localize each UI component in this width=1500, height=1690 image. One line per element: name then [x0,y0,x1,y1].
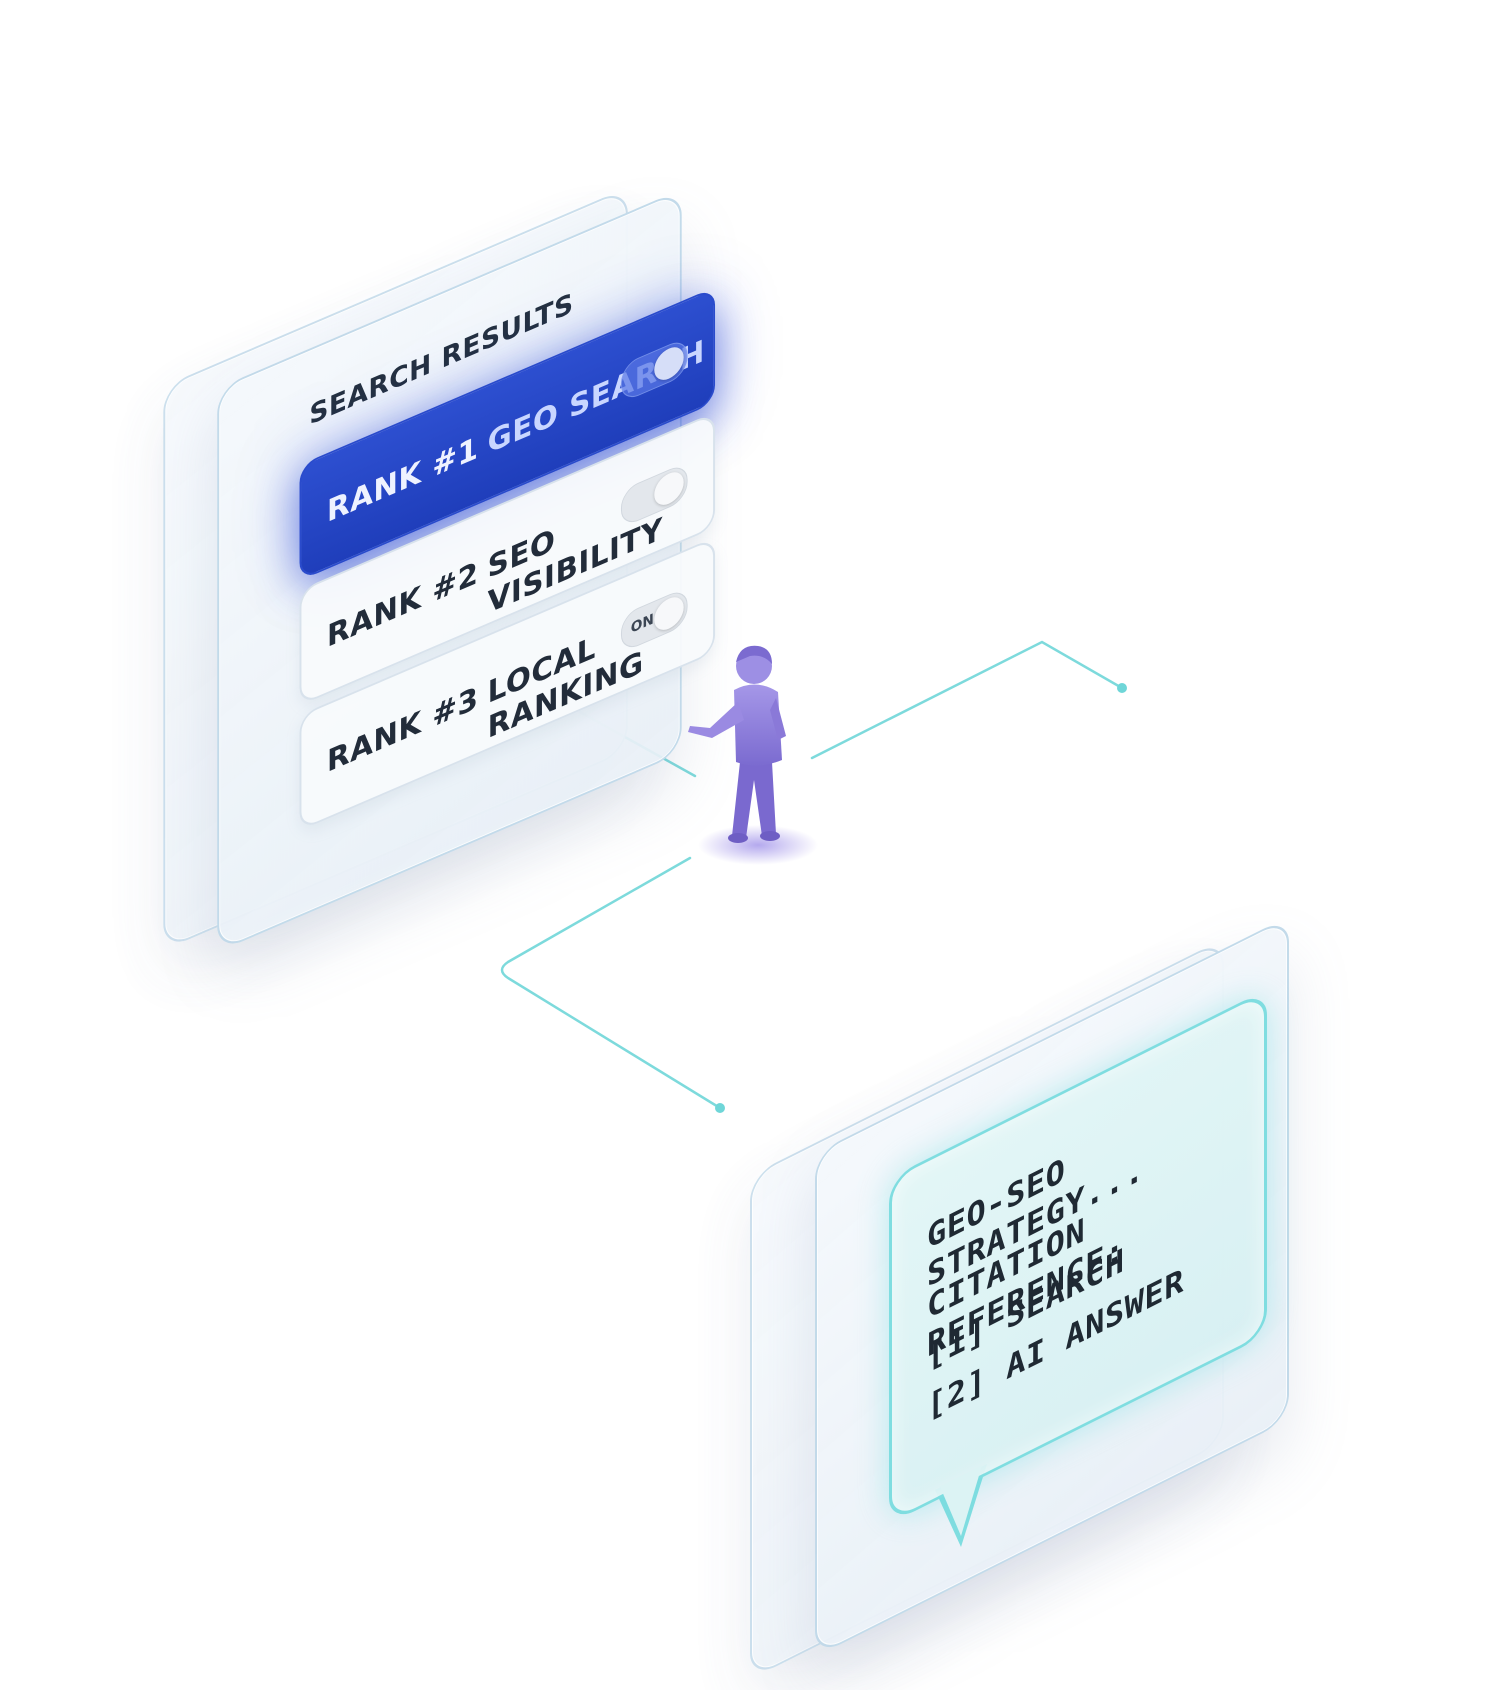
connector-person-to-cite-bottom [500,856,722,1110]
rank-label: RANK #3 [326,680,479,781]
search-results-panel: SEARCH RESULTS RANK #1 GEO SEARCH RANK #… [163,187,716,955]
connector-dot [715,1103,725,1113]
rank-label: RANK #1 [326,430,479,531]
person-standing-icon [688,645,818,865]
rank-label: RANK #2 [326,555,479,656]
toggle-switch-icon[interactable] [620,336,688,404]
isometric-scene: SEARCH RESULTS RANK #1 GEO SEARCH RANK #… [163,187,1289,1680]
search-panel-front-layer: SEARCH RESULTS RANK #1 GEO SEARCH RANK #… [217,189,716,953]
connector-person-to-cite-top [810,640,1124,760]
toggle-on-label: ON [630,611,654,637]
citation-panel: GEO-SEO STRATEGY... CITATION REFERENCE: … [750,916,1289,1680]
connector-dot [1117,683,1127,693]
